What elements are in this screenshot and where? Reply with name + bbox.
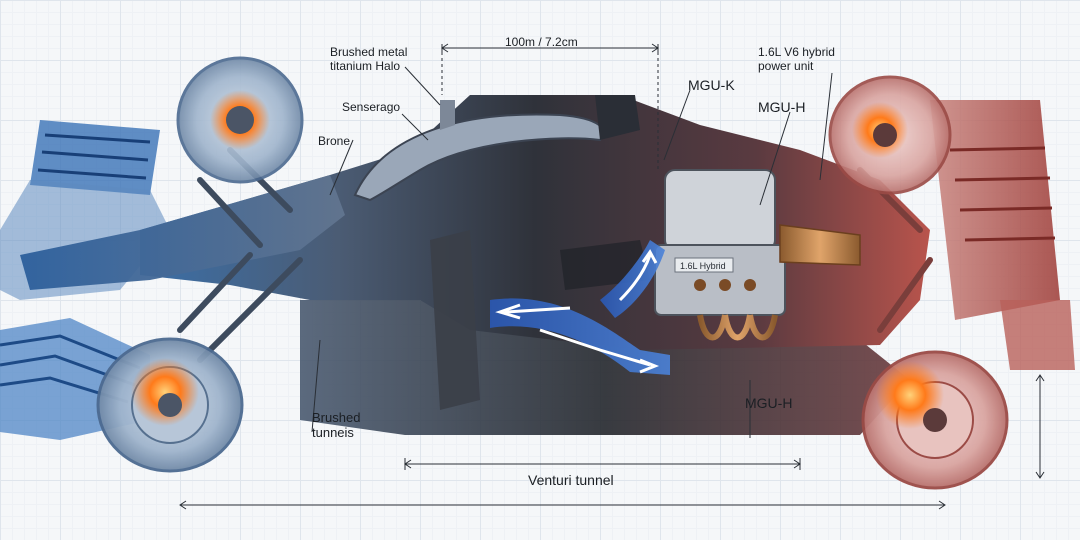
leader-lines	[311, 66, 833, 438]
front-right-wheel	[96, 337, 244, 473]
senserago-label: Senserago	[342, 100, 401, 114]
power-unit	[654, 169, 861, 341]
engine-plate: 1.6L Hybrid	[680, 261, 726, 271]
rear-left-wheel	[828, 75, 952, 195]
tunnels-label-line1: Brushed	[312, 410, 361, 425]
nose-cone	[20, 175, 345, 290]
venturi-tunnel-label: Venturi tunnel	[528, 472, 614, 488]
rear-wing	[930, 100, 1075, 370]
rear-right-wheel	[861, 350, 1009, 490]
halo-label-line1: Brushed metal	[330, 45, 408, 59]
front-left-wheel	[176, 56, 304, 184]
dimension-lines	[179, 43, 1045, 510]
mgu-h-bottom-label: MGU-H	[745, 395, 793, 411]
mgu-k-label: MGU-K	[688, 77, 735, 93]
airflow-ducts	[490, 240, 670, 375]
dimension-top-label: 100m / 7.2cm	[505, 35, 578, 49]
brone-label: Brone	[318, 134, 351, 148]
halo-label-line2: titanium Halo	[330, 59, 401, 73]
mgu-h-top-label: MGU-H	[758, 99, 806, 115]
power-unit-label-line1: 1.6L V6 hybrid	[758, 45, 835, 59]
power-unit-label-line2: power unit	[758, 59, 814, 73]
tunnels-label-line2: tunneis	[312, 425, 354, 440]
